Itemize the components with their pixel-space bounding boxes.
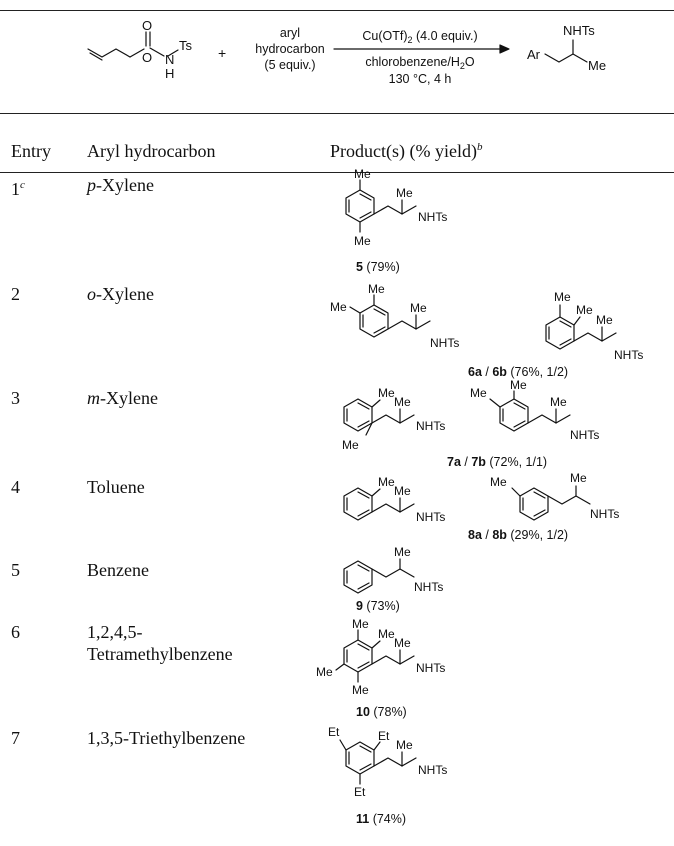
aryl-label-line1: aryl — [280, 26, 300, 40]
svg-text:Me: Me — [354, 167, 371, 181]
svg-text:Me: Me — [368, 282, 385, 296]
svg-text:NHTs: NHTs — [590, 507, 619, 521]
svg-text:Me: Me — [576, 303, 593, 317]
svg-text:Me: Me — [570, 471, 587, 485]
row-3-product-label: 7a / 7b (72%, 1/1) — [447, 455, 548, 469]
condition-below-2: 130 °C, 4 h — [389, 72, 452, 86]
svg-text:Me: Me — [316, 665, 333, 679]
svg-text:Me: Me — [554, 290, 571, 304]
row-7-entry: 7 — [11, 728, 20, 748]
svg-text:NHTs: NHTs — [430, 336, 459, 350]
svg-text:NHTs: NHTs — [418, 210, 447, 224]
header-entry: Entry — [11, 141, 51, 161]
svg-text:Me: Me — [394, 395, 411, 409]
condition-above: Cu(OTf)2 (4.0 equiv.) — [362, 29, 477, 45]
product-ar: Ar — [527, 47, 541, 62]
row-4-entry: 4 — [11, 477, 20, 497]
svg-text:Me: Me — [352, 617, 369, 631]
reaction-scheme: O O N H Ts + aryl hydrocarbon (5 equiv.)… — [87, 18, 606, 86]
structure-10: Me Me Me Me Me NHTs — [316, 617, 445, 697]
svg-text:NHTs: NHTs — [416, 510, 445, 524]
structure-8a: Me Me NHTs — [343, 475, 445, 524]
row-3-entry: 3 — [11, 388, 20, 408]
aryl-label-line2: hydrocarbon — [255, 42, 325, 56]
svg-text:Me: Me — [378, 386, 395, 400]
reagent-n-atom: N — [165, 52, 174, 67]
structure-7b: Me Me Me NHTs — [470, 378, 599, 442]
svg-text:Et: Et — [328, 725, 340, 739]
row-2-aryl: o-Xylene — [87, 284, 154, 304]
structure-7a: Me Me Me NHTs — [342, 386, 445, 452]
svg-text:Me: Me — [510, 378, 527, 392]
row-4-product-label: 8a / 8b (29%, 1/2) — [468, 528, 569, 542]
svg-text:Et: Et — [378, 729, 390, 743]
row-2-product-label: 6a / 6b (76%, 1/2) — [468, 365, 569, 379]
structure-8b: Me Me NHTs — [490, 471, 619, 521]
row-4-aryl: Toluene — [87, 477, 145, 497]
svg-text:NHTs: NHTs — [414, 580, 443, 594]
svg-text:Me: Me — [352, 683, 369, 697]
svg-text:Me: Me — [330, 300, 347, 314]
svg-text:Me: Me — [394, 484, 411, 498]
svg-text:Me: Me — [354, 234, 371, 248]
row-2-entry: 2 — [11, 284, 20, 304]
top-rule — [0, 10, 674, 12]
reagent-carbonyl-o: O — [142, 18, 152, 33]
svg-text:NHTs: NHTs — [418, 763, 447, 777]
svg-text:Et: Et — [354, 785, 366, 799]
row-5-aryl: Benzene — [87, 560, 149, 580]
row-5-product-label: 9 (73%) — [356, 599, 400, 613]
svg-text:Me: Me — [396, 738, 413, 752]
row-6-product-label: 10 (78%) — [356, 705, 407, 719]
svg-text:Me: Me — [596, 313, 613, 327]
row-7-aryl: 1,3,5-Triethylbenzene — [87, 728, 246, 748]
row-1-aryl: p-Xylene — [87, 175, 154, 195]
svg-text:Me: Me — [342, 438, 359, 452]
structure-9: Me NHTs — [343, 545, 443, 594]
reagent-h-atom: H — [165, 66, 174, 81]
svg-text:Me: Me — [470, 386, 487, 400]
structure-5: Me Me Me NHTs — [345, 167, 447, 248]
svg-text:NHTs: NHTs — [416, 419, 445, 433]
svg-text:Me: Me — [396, 186, 413, 200]
row-1-product-label: 5 (79%) — [356, 260, 400, 274]
row-6-entry: 6 — [11, 622, 20, 642]
svg-text:Me: Me — [394, 636, 411, 650]
reagent-ts-label: Ts — [179, 38, 193, 53]
aryl-label-line3: (5 equiv.) — [264, 58, 315, 72]
svg-text:Me: Me — [378, 627, 395, 641]
svg-text:Me: Me — [378, 475, 395, 489]
row-6-aryl: 1,2,4,5-Tetramethylbenzene — [87, 622, 233, 664]
svg-text:NHTs: NHTs — [570, 428, 599, 442]
svg-text:Me: Me — [394, 545, 411, 559]
plus-sign: + — [218, 45, 226, 61]
header-aryl-hydrocarbon: Aryl hydrocarbon — [87, 141, 216, 161]
svg-text:Me: Me — [490, 475, 507, 489]
svg-text:Me: Me — [550, 395, 567, 409]
row-5-entry: 5 — [11, 560, 20, 580]
svg-text:NHTs: NHTs — [614, 348, 643, 362]
svg-text:Me: Me — [410, 301, 427, 315]
row-3-aryl: m-Xylene — [87, 388, 158, 408]
row-1-entry: 1c — [11, 179, 25, 199]
structure-11: Et Et Et Me NHTs — [328, 725, 447, 799]
header-products: Product(s) (% yield)b — [330, 141, 483, 161]
structure-6b: Me Me Me NHTs — [545, 290, 643, 362]
condition-below-1: chlorobenzene/H2O — [365, 55, 475, 71]
row-7-product-label: 11 (74%) — [356, 812, 407, 826]
header-top-rule — [0, 113, 674, 115]
product-nhts: NHTs — [563, 23, 595, 38]
reagent-o-atom: O — [142, 50, 152, 65]
structure-6a: Me Me Me NHTs — [330, 282, 459, 350]
svg-text:NHTs: NHTs — [416, 661, 445, 675]
header-bottom-rule — [0, 172, 674, 174]
product-me: Me — [588, 58, 606, 73]
